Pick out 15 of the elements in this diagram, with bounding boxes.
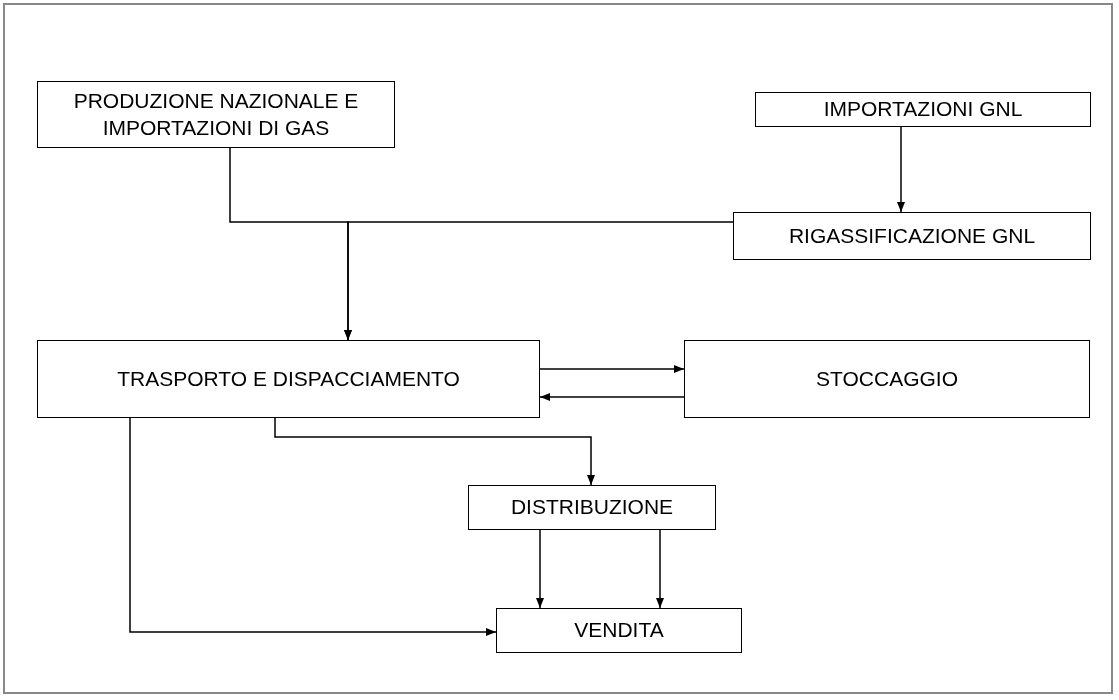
arrow (344, 221, 734, 341)
arrow (539, 393, 685, 401)
process-box: RIGASSIFICAZIONE GNL (733, 212, 1091, 260)
process-box: IMPORTAZIONI GNL (755, 92, 1091, 127)
process-box: VENDITA (496, 608, 742, 653)
process-box: STOCCAGGIO (684, 340, 1090, 418)
arrow (274, 417, 595, 486)
process-box: TRASPORTO E DISPACCIAMENTO (37, 340, 540, 418)
process-box: DISTRIBUZIONE (468, 485, 716, 530)
process-box: PRODUZIONE NAZIONALE E IMPORTAZIONI DI GAS (37, 81, 395, 148)
arrow (536, 529, 544, 609)
arrow (539, 365, 685, 373)
arrow (129, 417, 497, 636)
arrow (656, 529, 664, 609)
arrow (897, 126, 905, 213)
